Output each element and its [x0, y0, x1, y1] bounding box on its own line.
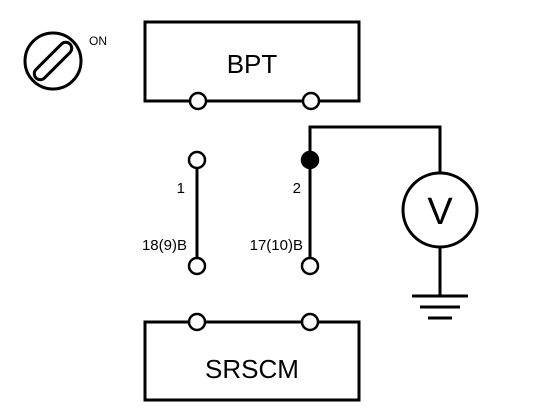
voltmeter-lead	[308, 125, 442, 178]
srscm-terminal-left	[187, 312, 207, 332]
pin-1-label: 1	[177, 180, 185, 197]
srscm-terminal-right	[300, 312, 320, 332]
ground-icon	[412, 294, 468, 320]
connector-pin-2-probe	[300, 150, 320, 170]
connector-pin-1-bottom	[187, 256, 207, 276]
bpt-box	[143, 20, 361, 103]
wire-code-right: 17(10)B	[250, 237, 303, 254]
wire-code-left: 18(9)B	[142, 237, 187, 254]
connector-pin-1	[187, 150, 207, 170]
connector-pin-2-bottom	[300, 256, 320, 276]
pin-2-label: 2	[293, 180, 301, 197]
ignition-switch-icon	[23, 31, 83, 91]
bpt-terminal-right	[301, 91, 321, 111]
bpt-terminal-left	[188, 91, 208, 111]
bpt-label: BPT	[227, 49, 278, 79]
ignition-state-label: ON	[89, 34, 107, 48]
srscm-box	[143, 320, 361, 402]
voltmeter-symbol: V	[427, 191, 453, 233]
srscm-label: SRSCM	[205, 354, 299, 384]
